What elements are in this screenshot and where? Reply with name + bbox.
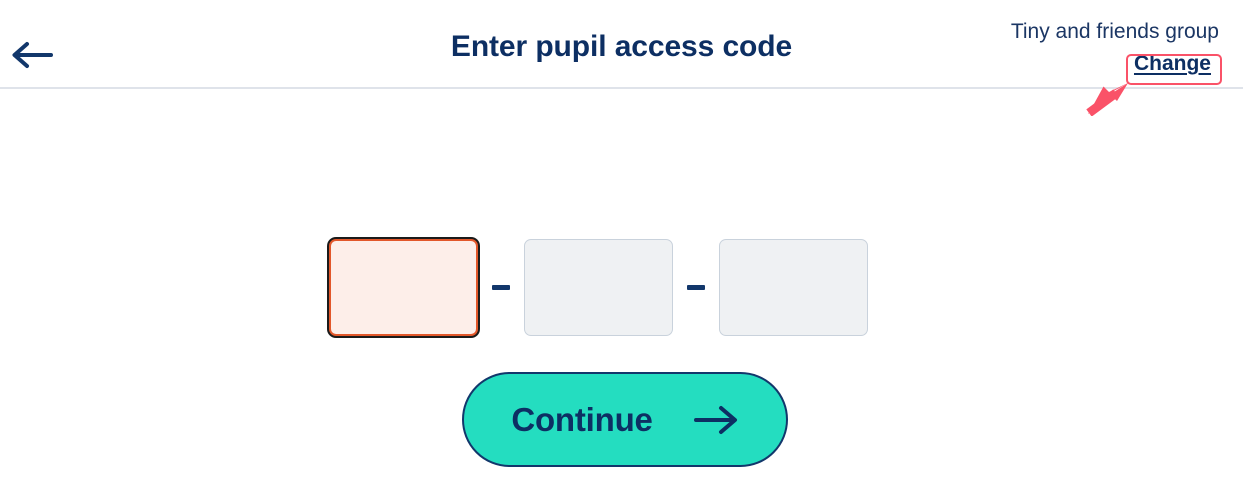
back-button[interactable] (8, 34, 54, 76)
code-separator-1 (478, 285, 524, 290)
arrow-right-icon (693, 405, 737, 434)
code-input-1[interactable] (329, 239, 478, 336)
page-title: Enter pupil access code (450, 30, 793, 63)
continue-button[interactable]: Continue (462, 372, 788, 467)
arrow-left-icon (12, 42, 53, 68)
group-name: Tiny and friends group (1010, 20, 1219, 43)
code-input-3[interactable] (719, 239, 868, 336)
access-code-entry (329, 239, 868, 336)
page-header: Enter pupil access code Tiny and friends… (0, 0, 1243, 89)
header-right-section: Tiny and friends group Change (919, 18, 1219, 80)
change-link-wrapper: Change (1126, 49, 1219, 80)
continue-button-label: Continue (511, 400, 653, 438)
code-separator-2 (673, 285, 719, 290)
code-input-2[interactable] (524, 239, 673, 336)
change-group-link[interactable]: Change (1133, 52, 1211, 75)
